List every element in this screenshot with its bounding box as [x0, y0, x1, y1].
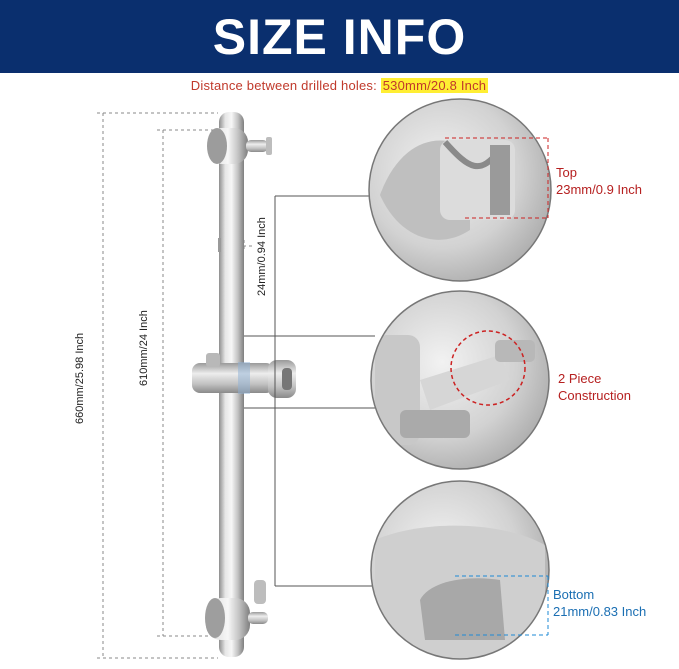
top-callout-title: Top	[556, 165, 577, 180]
bottom-measure-box	[455, 575, 549, 636]
connector-lines	[244, 195, 375, 587]
page-title: SIZE INFO	[212, 8, 467, 65]
top-callout: Top 23mm/0.9 Inch	[556, 164, 642, 198]
top-callout-value: 23mm/0.9 Inch	[556, 182, 642, 197]
dimension-lines	[97, 112, 252, 659]
drilled-holes-note: Distance between drilled holes: 530mm/20…	[0, 78, 679, 93]
pipe-length-label: 610mm/24 Inch	[138, 310, 150, 386]
top-measure-box	[445, 137, 549, 219]
detail-top-circle	[368, 98, 552, 282]
slide-bar	[192, 112, 296, 657]
construction-marker	[450, 330, 526, 406]
drilled-holes-label: Distance between drilled holes:	[190, 78, 381, 93]
pipe-diameter-label: 24mm/0.94 Inch	[256, 217, 268, 296]
bottom-callout-title: Bottom	[553, 587, 595, 602]
overall-length-label: 660mm/25.98 Inch	[74, 332, 86, 424]
title-banner: SIZE INFO	[0, 0, 679, 73]
construction-callout: 2 Piece Construction	[558, 370, 631, 404]
bottom-callout-value: 21mm/0.83 Inch	[553, 604, 647, 619]
detail-middle-circle	[370, 290, 550, 470]
drilled-holes-value: 530mm/20.8 Inch	[380, 78, 489, 93]
bottom-callout: Bottom 21mm/0.83 Inch	[553, 586, 646, 620]
construction-line1: 2 Piece	[558, 371, 602, 386]
detail-bottom-circle	[370, 480, 550, 660]
construction-line2: Construction	[558, 388, 631, 403]
